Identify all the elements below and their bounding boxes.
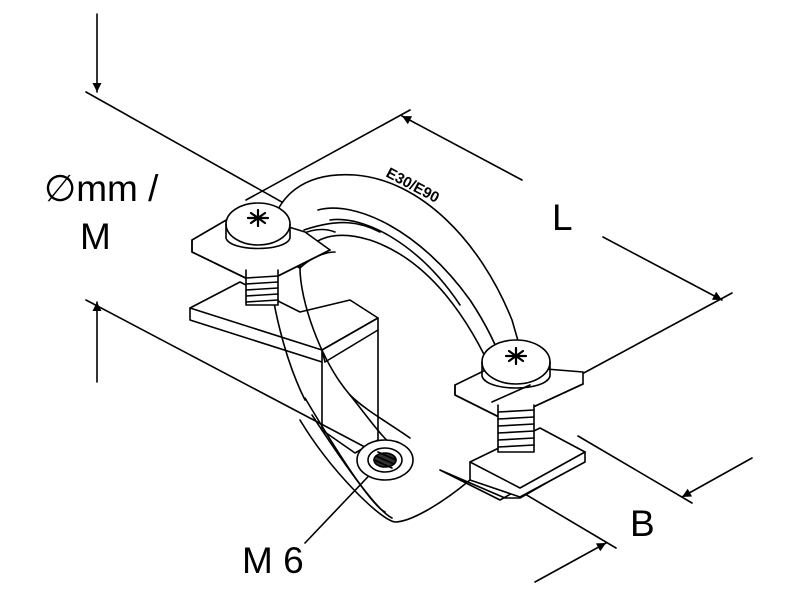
thread-label: M 6 — [242, 540, 304, 581]
length-extension-line-right — [579, 292, 733, 376]
left-screw — [225, 202, 291, 306]
length-dimension-right — [602, 236, 723, 301]
right-screw — [481, 339, 551, 453]
diameter-label: ∅mm / — [44, 168, 159, 209]
pipe-bottom-guide-line — [85, 299, 381, 456]
length-extension-line-left — [245, 109, 411, 201]
pipe-top-guide-line — [85, 91, 306, 216]
width-extension-line-top — [577, 435, 693, 504]
width-arrow-bottom — [534, 542, 607, 583]
thread-insert — [356, 439, 414, 481]
width-arrow-top — [681, 457, 753, 498]
length-dimension-left — [401, 115, 523, 181]
length-label: L — [552, 197, 573, 238]
thread-size-label: M — [80, 216, 111, 257]
width-label: B — [630, 503, 655, 544]
lower-bracket — [189, 281, 586, 523]
